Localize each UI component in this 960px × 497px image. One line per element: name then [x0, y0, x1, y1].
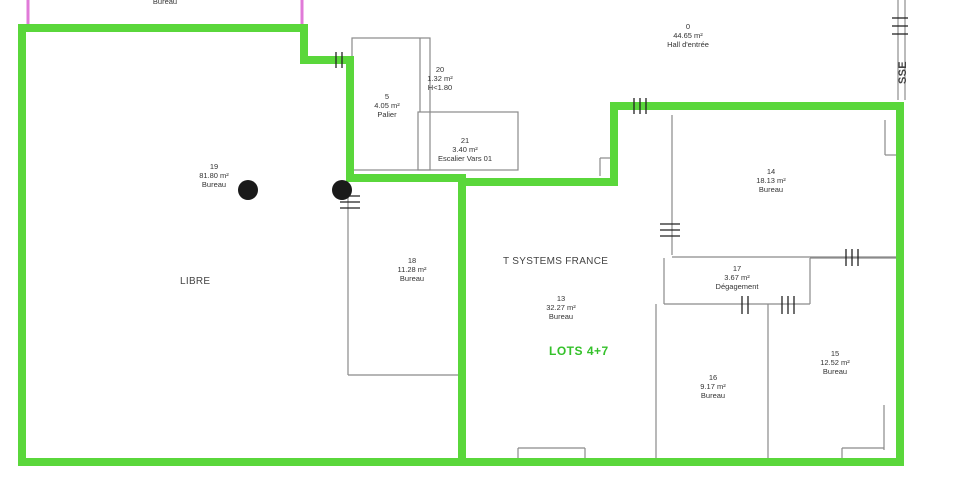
room-5-label: 5 4.05 m² Palier	[374, 92, 399, 119]
door-marker	[845, 249, 859, 266]
interior-walls	[347, 37, 900, 462]
room-15-label: 15 12.52 m² Bureau	[820, 349, 850, 376]
room-type: Bureau	[201, 180, 227, 189]
room-type: H<1.80	[427, 83, 453, 92]
neighbor-boundary	[26, 0, 304, 24]
room-area: 32.27 m²	[546, 303, 576, 312]
room-area: 18.13 m²	[756, 176, 786, 185]
door-marker	[660, 223, 680, 237]
room-type: Bureau	[399, 274, 425, 283]
room-19-label: 19 81.80 m² Bureau	[199, 162, 229, 189]
room-area: 1.32 m²	[427, 74, 453, 83]
room-number: 13	[556, 294, 566, 303]
room-21-walls	[417, 111, 519, 171]
room-type: Bureau	[700, 391, 726, 400]
lot-boundary-left	[18, 24, 466, 466]
room-number: 20	[435, 65, 445, 74]
room-type: Bureau	[548, 312, 574, 321]
door-marker	[741, 296, 749, 314]
door-marker	[781, 296, 795, 314]
room-0-label: 0 44.65 m² Hall d'entrée	[667, 22, 709, 49]
column-marker	[332, 180, 352, 200]
room-type: Escalier Vars 01	[437, 154, 493, 163]
column-marker	[238, 180, 258, 200]
room-number: 17	[732, 264, 742, 273]
room-type: Bureau	[152, 0, 178, 6]
tenant-label: T SYSTEMS FRANCE	[503, 256, 609, 267]
room-area: 4.05 m²	[374, 101, 400, 110]
room-number: 16	[708, 373, 718, 382]
libre-label: LIBRE	[180, 276, 211, 287]
room-number: 19	[209, 162, 219, 171]
room-20-label: 20 1.32 m² H<1.80	[427, 65, 452, 92]
door-markers	[335, 17, 908, 314]
room-type: Bureau	[822, 367, 848, 376]
room-area: 3.40 m²	[452, 145, 478, 154]
room-number: 14	[766, 167, 776, 176]
room-number: 18	[407, 256, 417, 265]
room-14-label: 14 18.13 m² Bureau	[756, 167, 786, 194]
room-21-label: 21 3.40 m² Escalier Vars 01	[438, 136, 492, 163]
room-number: 0	[685, 22, 691, 31]
room-number: 21	[460, 136, 470, 145]
room-number: 5	[384, 92, 390, 101]
room-16-label: 16 9.17 m² Bureau	[700, 373, 725, 400]
room-number: 15	[830, 349, 840, 358]
door-marker	[335, 52, 343, 68]
room-top-neighbor-label: Bureau	[153, 0, 177, 6]
room-area: 12.52 m²	[820, 358, 850, 367]
room-type: Bureau	[758, 185, 784, 194]
lots-label: LOTS 4+7	[549, 344, 609, 358]
room-type: Palier	[377, 110, 397, 119]
facade-line	[897, 0, 906, 100]
room-13-label: 13 32.27 m² Bureau	[546, 294, 576, 321]
door-marker	[892, 17, 908, 35]
room-area: 81.80 m²	[199, 171, 229, 180]
room-type: Dégagement	[715, 282, 759, 291]
lot-boundary-right	[458, 102, 904, 466]
room-17-label: 17 3.67 m² Dégagement	[716, 264, 759, 291]
street-label: SSE	[897, 61, 909, 84]
room-area: 11.28 m²	[397, 265, 427, 274]
room-area: 44.65 m²	[673, 31, 703, 40]
room-type: Hall d'entrée	[667, 40, 709, 49]
room-18-label: 18 11.28 m² Bureau	[397, 256, 426, 283]
room-area: 9.17 m²	[700, 382, 726, 391]
door-marker	[633, 98, 647, 114]
room-area: 3.67 m²	[724, 273, 750, 282]
